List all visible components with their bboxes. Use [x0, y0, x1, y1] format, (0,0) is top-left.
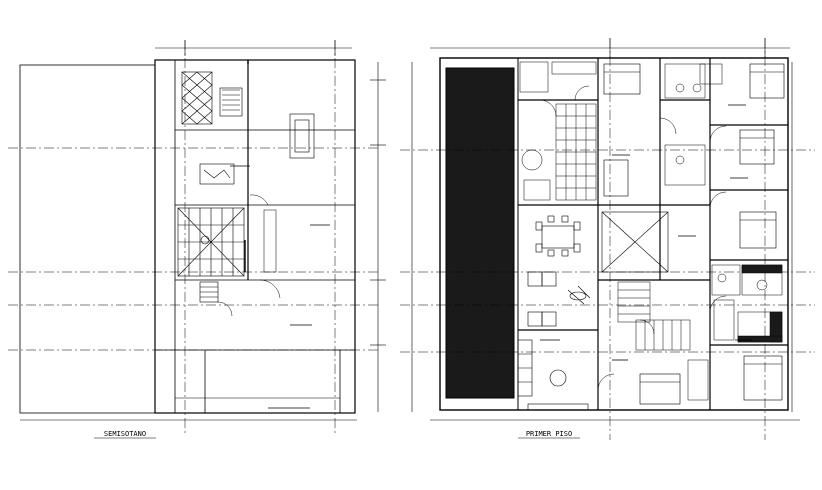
semisotano-title: SEMISOTANO	[104, 430, 146, 438]
semisotano-plan	[8, 40, 386, 435]
primer-piso-title-group: PRIMER PISO	[518, 430, 580, 439]
semisotano-title-group: SEMISOTANO	[94, 430, 156, 439]
primer-piso-title: PRIMER PISO	[526, 430, 572, 438]
primer-piso-plan	[400, 38, 815, 440]
